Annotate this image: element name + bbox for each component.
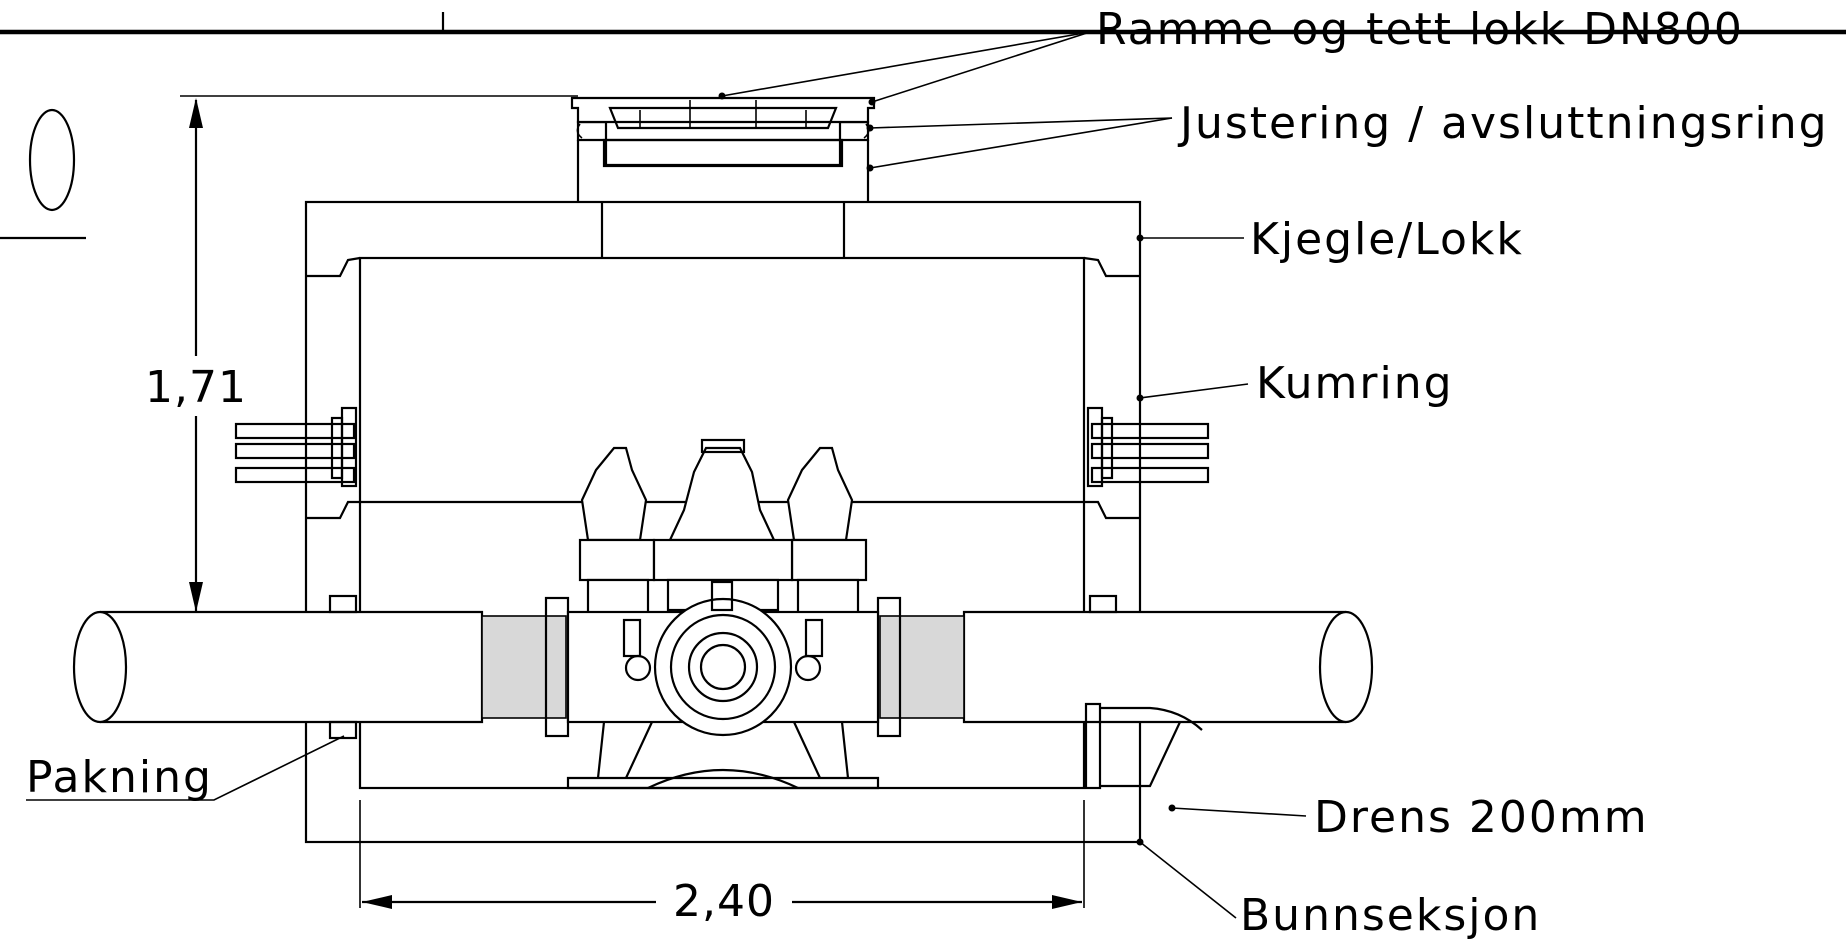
main-pipe-right	[876, 594, 1374, 738]
leader-lines	[26, 31, 1307, 919]
label-gasket: Pakning	[26, 752, 213, 803]
ground-line	[0, 12, 1846, 35]
frame-cover	[570, 96, 876, 130]
shaft-neck	[576, 140, 870, 258]
label-bottom-section: Bunnseksjon	[1240, 890, 1541, 941]
height-dimension: 1,71	[145, 95, 578, 612]
label-adjustment-ring: Justering / avsluttningsring	[1177, 98, 1829, 149]
label-drain: Drens 200mm	[1314, 792, 1649, 843]
right-side-connections	[1086, 406, 1210, 488]
width-value: 2,40	[673, 876, 775, 927]
width-dimension: 2,40	[359, 800, 1085, 928]
left-side-connections	[234, 406, 358, 488]
drain-pipe	[1084, 702, 1203, 790]
label-frame-cover: Ramme og tett lokk DN800	[1096, 4, 1744, 55]
main-pipe-left	[72, 594, 570, 740]
chamber-outer-wall	[304, 200, 1142, 844]
label-ring: Kumring	[1256, 358, 1454, 409]
adjustment-ring	[576, 120, 870, 168]
height-value: 1,71	[145, 362, 247, 413]
label-cone-lid: Kjegle/Lokk	[1250, 214, 1524, 265]
valve-assembly	[566, 438, 880, 790]
water-level-symbol	[0, 108, 86, 240]
cone-lid-joint	[306, 256, 1140, 278]
